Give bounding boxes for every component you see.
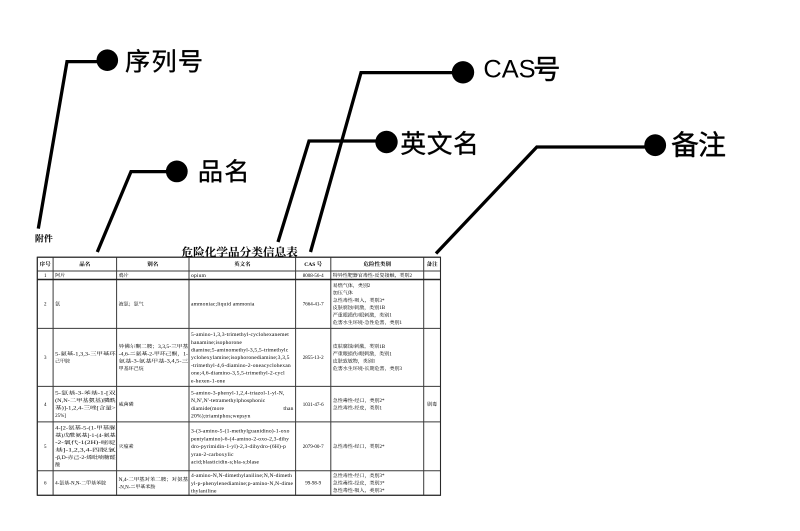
svg-text:-5-(1-: -5-(1- (81, 425, 96, 431)
svg-text:-β,D-: -β,D- (55, 455, 68, 461)
svg-text:-: - (353, 474, 355, 479)
svg-text:/: / (353, 345, 355, 350)
svg-text:2*: 2* (380, 445, 386, 450)
svg-text:diamine;5-aminomethyl-3,5,5-tr: diamine;5-aminomethyl-3,5,5-trimethylc (191, 348, 289, 354)
svg-text:5-amino-3-phenyl-1,2,4-triazol: 5-amino-3-phenyl-1,2,4-triazol-1-yl-N, (191, 390, 285, 396)
svg-text:acid;blasticidin-s;bla-s;blase: acid;blasticidin-s;bla-s;blase (191, 460, 260, 466)
svg-text:dro-pyrimidin-1-yl)-2,3-dihydr: dro-pyrimidin-1-yl)-2,3-dihydro-(6H)-p (191, 443, 286, 450)
svg-text:e-hexen-1-one: e-hexen-1-one (191, 378, 226, 384)
svg-text:-: - (363, 367, 365, 372)
svg-text:1B: 1B (379, 306, 386, 311)
svg-text:-3,4,5-: -3,4,5- (164, 359, 181, 364)
svg-text:-: - (353, 399, 355, 404)
svg-text:1: 1 (44, 274, 47, 279)
svg-text:>: > (112, 406, 116, 411)
svg-text:yran-2-carboxylic: yran-2-carboxylic (191, 452, 234, 458)
svg-text:-3-: -3- (75, 391, 83, 396)
svg-text:-: - (373, 274, 375, 279)
svg-text:-4,6-: -4,6- (119, 352, 130, 358)
svg-text:): ) (101, 398, 103, 404)
svg-text:yl-p-phenylenediamine;p-amino-: yl-p-phenylenediamine;p-amino-N,N-dime (191, 481, 294, 487)
svg-text:-: - (353, 482, 355, 487)
svg-text:-2-: -2- (79, 455, 86, 461)
svg-text:/: / (353, 306, 355, 311)
svg-text:20%);triamiphos;wepsyn: 20%);triamiphos;wepsyn (191, 413, 251, 420)
svg-text:-2-: -2- (55, 440, 64, 446)
svg-text:N,N',N'-tetramethylphosphonic: N,N',N'-tetramethylphosphonic (191, 398, 266, 404)
svg-text:/: / (358, 352, 360, 357)
svg-text:2079-00-7: 2079-00-7 (303, 445, 324, 450)
svg-text:2855-13-2: 2855-13-2 (303, 356, 324, 361)
svg-text:(N,N-: (N,N- (55, 398, 70, 404)
svg-text:3*: 3* (380, 489, 386, 494)
svg-text:than: than (283, 406, 293, 412)
svg-text:8008-56-4: 8008-56-4 (303, 274, 324, 279)
svg-text:N,4-: N,4- (119, 477, 129, 483)
svg-text:-1-[: -1-[ (98, 391, 109, 396)
svg-text:ammoniac;liquid ammonia: ammoniac;liquid ammonia (191, 302, 255, 308)
svg-text:thylaniline: thylaniline (191, 489, 217, 495)
svg-text:1-: 1- (183, 352, 188, 358)
svg-text:2: 2 (368, 284, 371, 289)
svg-text:5-amino-1,3,3-trimethyl-cycloh: 5-amino-1,3,3-trimethyl-cyclohexanemet (191, 332, 289, 338)
svg-text:)]-1,2,4-: )]-1,2,4- (62, 405, 84, 411)
svg-text:hanamine;isophorone: hanamine;isophorone (191, 340, 242, 346)
svg-text:1B: 1B (379, 345, 386, 350)
svg-text:-1,3,3-: -1,3,3- (73, 352, 90, 357)
svg-text:-2-: -2- (147, 352, 154, 358)
svg-text:3,3,5-: 3,3,5- (158, 344, 171, 350)
svg-text:1: 1 (380, 406, 383, 411)
svg-text:1031-47-6: 1031-47-6 (303, 403, 324, 408)
svg-text:]-1-(4-: ]-1-(4- (87, 432, 103, 438)
svg-text:1: 1 (400, 321, 403, 326)
svg-text:CAS: CAS (483, 55, 535, 83)
svg-text:2: 2 (44, 303, 47, 308)
svg-text:-: - (353, 299, 355, 304)
svg-text:4-: 4- (55, 482, 60, 487)
svg-text:CAS: CAS (304, 262, 315, 268)
svg-text:-trimethyl-4,6-diamino-2-oneac: -trimethyl-4,6-diamino-2-oneacyclohexan (191, 363, 291, 369)
svg-text:-: - (353, 489, 355, 494)
svg-text:7664-41-7: 7664-41-7 (303, 303, 324, 308)
svg-text:3: 3 (44, 356, 47, 361)
svg-text:-: - (353, 445, 355, 450)
svg-text:-1(2H)-: -1(2H)- (78, 440, 100, 446)
svg-text:1: 1 (373, 360, 376, 365)
svg-text:-3-: -3- (131, 359, 139, 364)
svg-text:-: - (353, 406, 355, 411)
svg-text:3*: 3* (380, 474, 386, 479)
svg-text:5-: 5- (55, 352, 60, 357)
svg-text:99-98-9: 99-98-9 (305, 482, 321, 487)
svg-text:-N,N-: -N,N- (119, 485, 131, 490)
svg-text:]-1,2,3,4-: ]-1,2,3,4- (63, 448, 92, 453)
svg-text:4: 4 (44, 403, 47, 408)
svg-text:pentylamino)-6-(4-amino-2-oxo-: pentylamino)-6-(4-amino-2-oxo-2,3-dihy (191, 435, 289, 442)
svg-text:-: - (363, 321, 365, 326)
svg-text:3: 3 (400, 367, 403, 372)
svg-text:4-[2-: 4-[2- (55, 426, 68, 431)
svg-text:1: 1 (389, 314, 392, 319)
svg-text:5-: 5- (55, 391, 61, 396)
svg-text:-N,N-: -N,N- (69, 482, 81, 487)
svg-text:2*: 2* (380, 399, 386, 404)
svg-text:6: 6 (44, 482, 47, 487)
svg-text:one;4,6-diamino-3,5,5-trimethy: one;4,6-diamino-3,5,5-trimethyl-2-cycl (191, 371, 285, 377)
svg-text:3*: 3* (380, 299, 386, 304)
svg-text:[: [ (97, 406, 99, 411)
svg-text:4-amino-N,N-dimethylaniline;N,: 4-amino-N,N-dimethylaniline;N,N-dimeth (191, 473, 292, 479)
svg-text:diamide(more: diamide(more (191, 405, 225, 412)
svg-text:/: / (358, 314, 360, 319)
svg-text:opium: opium (191, 273, 207, 279)
svg-text:2: 2 (410, 274, 413, 279)
svg-text:1: 1 (389, 352, 392, 357)
svg-text:3*: 3* (380, 482, 386, 487)
svg-text:3-(3-amino-5-(1-methylguanidin: 3-(3-amino-5-(1-methylguanidino)-1-oxo (191, 428, 290, 435)
svg-text:25%]: 25%] (55, 414, 66, 419)
svg-text:): ) (61, 432, 63, 438)
svg-text:5: 5 (44, 445, 47, 450)
svg-text:yclohexylamine;isophoronediami: yclohexylamine;isophoronediamine;3,3,5 (191, 355, 290, 361)
